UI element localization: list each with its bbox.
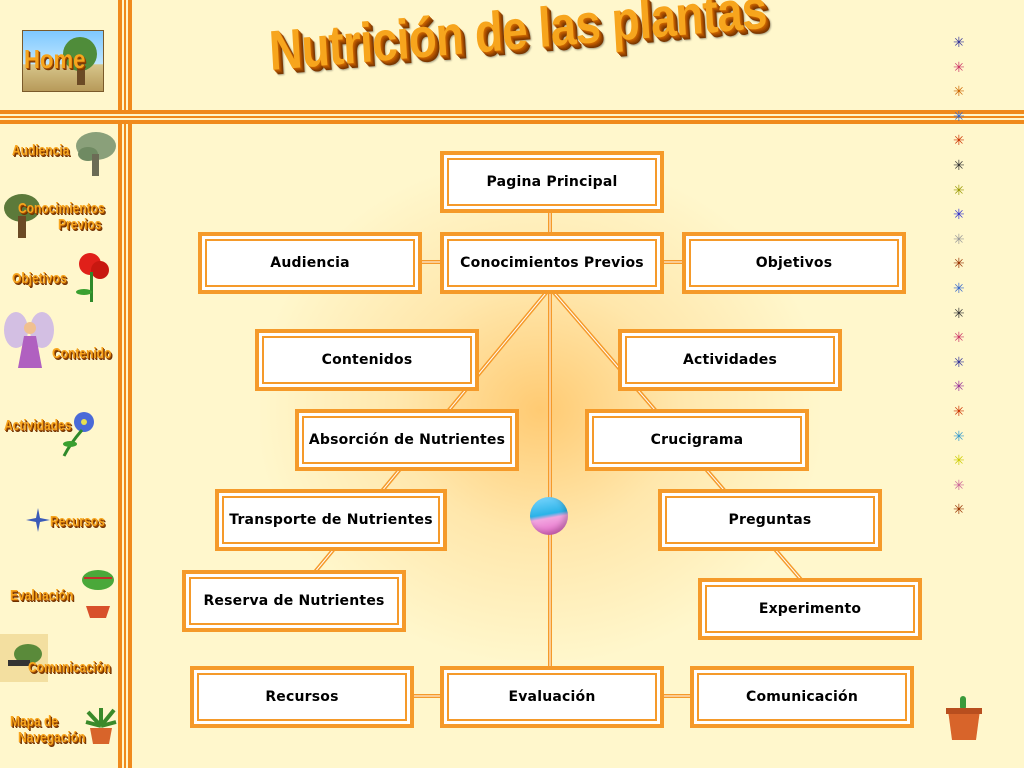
- top-frame-gap-2: [0, 118, 1024, 120]
- decorative-star-icon: ✳: [953, 305, 965, 322]
- potted-plant-icon: [85, 708, 117, 744]
- box-recursos[interactable]: Recursos: [190, 666, 414, 728]
- nav-objetivos[interactable]: Objetivos: [12, 270, 67, 287]
- decorative-star-icon: ✳: [953, 453, 965, 470]
- box-transporte[interactable]: Transporte de Nutrientes: [215, 489, 447, 551]
- home-button[interactable]: [22, 30, 104, 92]
- decorative-star-icon: ✳: [953, 182, 965, 199]
- decorative-star-icon: ✳: [953, 158, 965, 174]
- compass-star-icon: [26, 508, 50, 532]
- decorative-star-icon: ✳: [953, 477, 965, 494]
- box-label: Pagina Principal: [449, 160, 655, 204]
- left-frame-gap: [122, 0, 124, 768]
- top-frame-bar: [0, 110, 1024, 124]
- box-label: Transporte de Nutrientes: [224, 498, 438, 542]
- decorative-star-icon: ✳: [953, 108, 965, 125]
- decorative-star-icon: ✳: [953, 330, 965, 347]
- nav-conocimientos-line2[interactable]: Previos: [58, 216, 102, 233]
- box-label: Crucigrama: [594, 418, 800, 462]
- box-label: Reserva de Nutrientes: [191, 579, 397, 623]
- box-label: Audiencia: [207, 241, 413, 285]
- potted-cactus-icon[interactable]: [944, 694, 988, 742]
- decorative-star-icon: ✳: [953, 231, 965, 248]
- nav-audiencia[interactable]: Audiencia: [12, 142, 70, 159]
- nav-mapa-line1[interactable]: Mapa de: [10, 713, 59, 730]
- box-absorcion[interactable]: Absorción de Nutrientes: [295, 409, 519, 471]
- left-frame-bar: [118, 0, 132, 768]
- decorative-star-icon: ✳: [953, 428, 965, 445]
- decorative-star-icon: ✳: [953, 281, 965, 297]
- box-label: Comunicación: [699, 675, 905, 719]
- flytrap-plant-icon: [82, 570, 114, 618]
- home-label[interactable]: Home: [24, 44, 86, 74]
- box-comunicacion[interactable]: Comunicación: [690, 666, 914, 728]
- flower-icon: [62, 412, 94, 457]
- box-label: Objetivos: [691, 241, 897, 285]
- globe-ball-icon[interactable]: [530, 497, 568, 535]
- decorative-star-icon: ✳: [953, 35, 965, 51]
- plant-icon: [8, 644, 42, 666]
- nav-evaluacion[interactable]: Evaluación: [10, 587, 74, 604]
- left-frame-gap-2: [126, 0, 128, 768]
- box-preguntas[interactable]: Preguntas: [658, 489, 882, 551]
- nav-recursos[interactable]: Recursos: [50, 513, 105, 530]
- box-crucigrama[interactable]: Crucigrama: [585, 409, 809, 471]
- decorative-star-icon: ✳: [953, 256, 965, 273]
- decorative-star-icon: ✳: [953, 59, 965, 76]
- fairy-icon: [4, 312, 54, 368]
- box-contenidos[interactable]: Contenidos: [255, 329, 479, 391]
- nav-contenido[interactable]: Contenido: [52, 345, 112, 362]
- decorative-star-icon: ✳: [953, 84, 965, 101]
- box-actividades[interactable]: Actividades: [618, 329, 842, 391]
- box-objetivos[interactable]: Objetivos: [682, 232, 906, 294]
- box-audiencia[interactable]: Audiencia: [198, 232, 422, 294]
- box-label: Absorción de Nutrientes: [304, 418, 510, 462]
- decorative-star-icon: ✳: [953, 354, 965, 371]
- flower-icon: [76, 253, 109, 302]
- box-experimento[interactable]: Experimento: [698, 578, 922, 640]
- box-reserva[interactable]: Reserva de Nutrientes: [182, 570, 406, 632]
- tree-icon: [4, 194, 40, 238]
- box-label: Contenidos: [264, 338, 470, 382]
- nav-mapa-line2[interactable]: Navegación: [18, 729, 86, 746]
- decorative-star-icon: ✳: [953, 404, 965, 420]
- nav-comunicacion[interactable]: Comunicación: [28, 659, 111, 676]
- nav-conocimientos-line1[interactable]: Conocimientos: [18, 200, 105, 217]
- box-label: Preguntas: [667, 498, 873, 542]
- box-label: Evaluación: [449, 675, 655, 719]
- box-label: Experimento: [707, 587, 913, 631]
- decorative-star-icon: ✳: [953, 133, 965, 150]
- box-label: Conocimientos Previos: [449, 241, 655, 285]
- decorative-star-icon: ✳: [953, 207, 965, 224]
- tree-trunk: [77, 63, 85, 85]
- box-evaluacion[interactable]: Evaluación: [440, 666, 664, 728]
- tree-icon: [76, 132, 116, 176]
- decorative-star-icon: ✳: [953, 502, 965, 519]
- box-label: Actividades: [627, 338, 833, 382]
- nav-actividades[interactable]: Actividades: [4, 417, 72, 434]
- decorative-star-icon: ✳: [953, 379, 965, 396]
- top-frame-gap: [0, 114, 1024, 116]
- box-pagina-principal[interactable]: Pagina Principal: [440, 151, 664, 213]
- box-conocimientos-previos[interactable]: Conocimientos Previos: [440, 232, 664, 294]
- box-label: Recursos: [199, 675, 405, 719]
